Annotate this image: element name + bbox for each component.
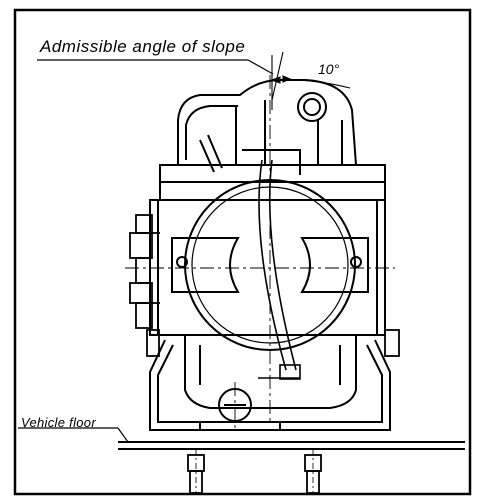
slope-leader xyxy=(37,59,274,75)
motor-assembly xyxy=(149,79,386,422)
vehicle-floor-label: Vehicle floor xyxy=(21,415,96,430)
floor-bolts xyxy=(187,449,322,494)
drawing-frame xyxy=(13,8,472,496)
center-lines xyxy=(125,75,395,428)
angle-label: 10° xyxy=(318,61,340,77)
right-nut xyxy=(146,329,400,357)
side-fastener xyxy=(129,214,160,329)
mounting-frame xyxy=(149,339,391,431)
vehicle-floor xyxy=(18,427,465,450)
slope-label: Admissible angle of slope xyxy=(40,37,246,56)
